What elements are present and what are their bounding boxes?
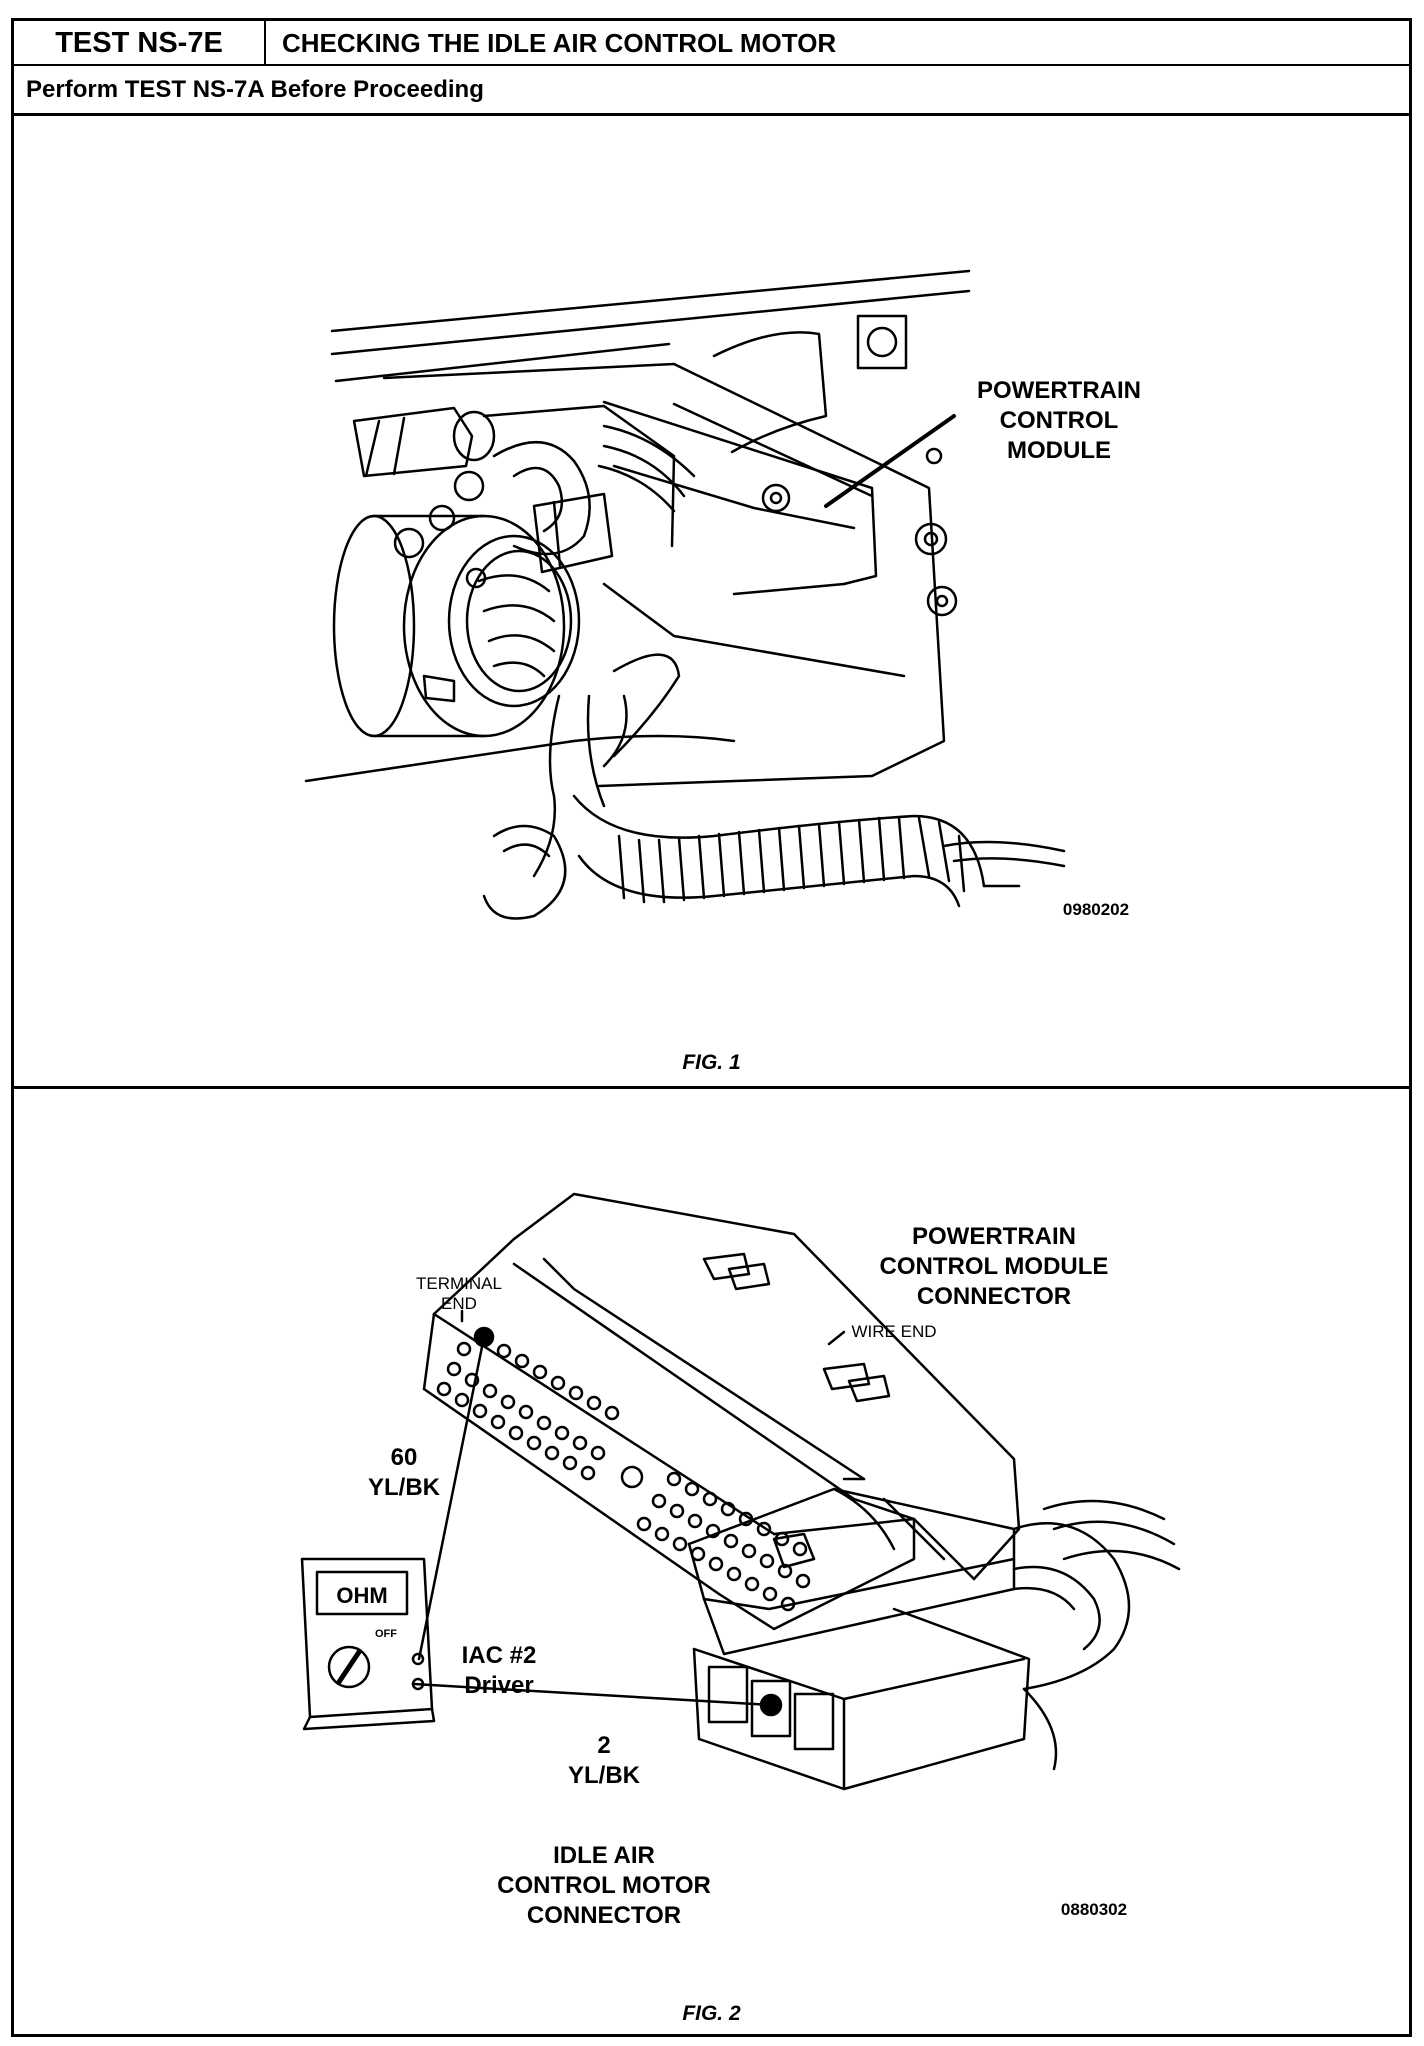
meter-lead-pin-60 [417, 1335, 486, 1661]
module-bolt [914, 522, 948, 556]
meter-display: OHM [336, 1583, 387, 1608]
iac-connector-label-line1: IDLE AIR [553, 1842, 655, 1869]
figure-1-part-number: 0980202 [1063, 900, 1129, 919]
pcm-connector-label-line1: POWERTRAIN [912, 1223, 1076, 1250]
iac-driver-label-line1: IAC #2 [462, 1642, 537, 1669]
prerequisite-text: Perform TEST NS-7A Before Proceeding [26, 76, 484, 103]
throttle-body [402, 514, 566, 738]
header-row: TEST NS-7E CHECKING THE IDLE AIR CONTROL… [14, 21, 1409, 66]
pin-2-wire-color: YL/BK [568, 1762, 641, 1789]
pcm-pointer-line [824, 414, 956, 508]
test-id: TEST NS-7E [14, 21, 266, 64]
pcm-connector-label-line3: CONNECTOR [917, 1283, 1071, 1310]
pcm-location-illustration: POWERTRAIN CONTROL MODULE 0980202 [304, 269, 1141, 920]
meter-switch-label: OFF [375, 1628, 397, 1640]
pcm-label-line2: CONTROL [1000, 407, 1119, 434]
iac-circuit-test-illustration: POWERTRAIN CONTROL MODULE CONNECTOR TERM… [300, 1192, 1181, 1929]
pin-60-wire-color: YL/BK [368, 1474, 441, 1501]
wire-end-label: WIRE END [852, 1322, 937, 1341]
iac-connector-label-line2: CONTROL MOTOR [497, 1872, 711, 1899]
terminal-end-label-line2: END [441, 1294, 477, 1313]
pcm-connector-body [512, 1192, 1021, 1581]
test-title: CHECKING THE IDLE AIR CONTROL MOTOR [282, 28, 837, 58]
mounting-bolt [866, 326, 898, 358]
meter-lead-pin-2 [412, 1682, 773, 1707]
figure-1-panel: POWERTRAIN CONTROL MODULE 0980202 FIG. 1 [14, 116, 1409, 1089]
test-procedure-sheet: TEST NS-7E CHECKING THE IDLE AIR CONTROL… [11, 18, 1412, 2037]
pcm-label-line3: MODULE [1007, 437, 1111, 464]
figure-2-caption: FIG. 2 [682, 2002, 741, 2025]
body-line [330, 269, 971, 333]
figure-2-part-number: 0880302 [1061, 1900, 1127, 1919]
figure-1-caption: FIG. 1 [682, 1051, 741, 1074]
prerequisite-row: Perform TEST NS-7A Before Proceeding [14, 66, 1409, 116]
pin-60-number: 60 [391, 1444, 418, 1471]
iac-driver-label-line2: Driver [464, 1672, 533, 1699]
iac-connector-label-line3: CONNECTOR [527, 1902, 681, 1929]
terminal-end-label-line1: TERMINAL [416, 1274, 502, 1293]
pcm-label-line1: POWERTRAIN [977, 377, 1141, 404]
pin-2-number: 2 [597, 1732, 610, 1759]
pcm-connector-label-line2: CONTROL MODULE [880, 1253, 1109, 1280]
figure-2-panel: POWERTRAIN CONTROL MODULE CONNECTOR TERM… [14, 1089, 1409, 2034]
